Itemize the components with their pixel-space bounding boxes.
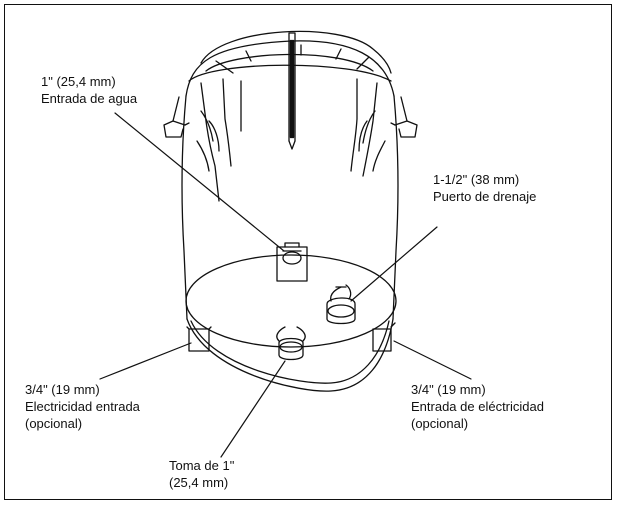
canister-inner-bottom-curve (190, 320, 390, 384)
leader-electric-right (393, 340, 472, 380)
label-water-inlet: 1" (25,4 mm) Entrada de agua (41, 73, 137, 107)
bottom-ellipse (185, 254, 397, 348)
left-handle (163, 120, 186, 138)
label-intake-text: Toma de 1" (169, 458, 235, 473)
inner-fin-left (200, 78, 232, 202)
water-inlet-boss (276, 246, 308, 282)
diagram-frame: 1" (25,4 mm) Entrada de agua 1-1/2" (38 … (4, 4, 612, 500)
label-electric-left-optional: (opcional) (25, 416, 83, 431)
label-drain-port-text: Puerto de drenaje (433, 189, 537, 204)
top-rim-back (200, 30, 392, 74)
label-drain-port-size: 1-1/2" (38 mm) (433, 172, 520, 187)
canister-right-wall (392, 95, 399, 320)
electric-right-square (372, 328, 392, 352)
label-electric-right-size: 3/4" (19 mm) (411, 382, 486, 397)
label-electric-left: 3/4" (19 mm) Electricidad entrada (opcio… (25, 381, 140, 432)
label-electric-right-text: Entrada de eléctricidad (411, 399, 544, 414)
inner-fin-right (350, 78, 378, 177)
central-rod (288, 32, 296, 142)
label-electric-right-optional: (opcional) (411, 416, 469, 431)
canister-bottom-curve (186, 318, 394, 392)
canister-left-wall (181, 95, 188, 320)
label-electric-right: 3/4" (19 mm) Entrada de eléctricidad (op… (411, 381, 544, 432)
leader-drain-port (350, 226, 438, 302)
label-electric-left-text: Electricidad entrada (25, 399, 140, 414)
leader-water-inlet (114, 112, 285, 252)
canister-drawing (99, 30, 472, 458)
top-rim-inner (205, 53, 374, 72)
leader-intake (220, 360, 286, 458)
leader-electric-left (99, 342, 192, 380)
right-handle (394, 120, 418, 138)
label-intake-size: (25,4 mm) (169, 475, 229, 490)
label-water-inlet-size: 1" (25,4 mm) (41, 74, 116, 89)
label-electric-left-size: 3/4" (19 mm) (25, 382, 100, 397)
label-water-inlet-text: Entrada de agua (41, 91, 138, 106)
label-intake: Toma de 1" (25,4 mm) (169, 457, 234, 491)
intake-port (278, 337, 304, 361)
drain-port (326, 297, 356, 325)
label-drain-port: 1-1/2" (38 mm) Puerto de drenaje (433, 171, 536, 205)
